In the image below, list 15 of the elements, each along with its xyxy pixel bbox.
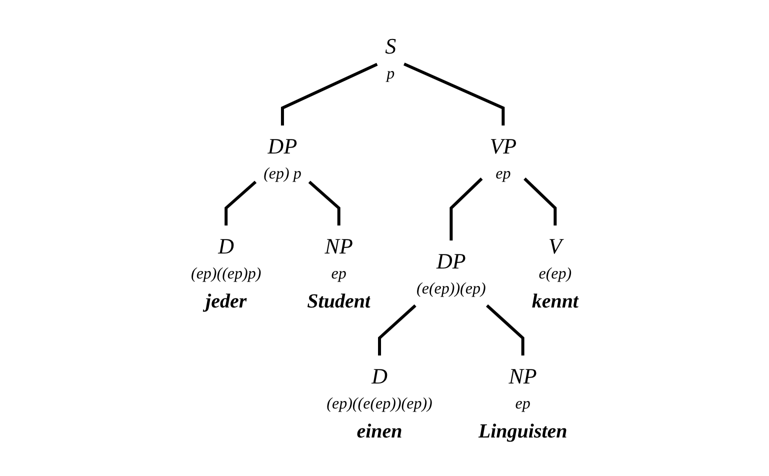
connector: [280, 62, 378, 126]
connector: [523, 178, 556, 226]
node-text: VP ep: [489, 134, 516, 182]
connector: [403, 62, 504, 126]
node-text: DP (e(ep))(ep): [416, 248, 486, 298]
connector: [224, 180, 256, 226]
connector: [308, 180, 340, 226]
connector: [449, 178, 482, 240]
node-text: D (ep)((e(ep))(ep)) einen: [326, 364, 432, 442]
node-text: NP ep Linguisten: [478, 364, 568, 442]
node-text: D (ep)((ep)p) jeder: [190, 234, 261, 312]
node-text: DP (ep) p: [263, 134, 302, 182]
node-text: S p: [384, 34, 396, 82]
connector: [486, 304, 524, 356]
connector: [378, 304, 416, 356]
